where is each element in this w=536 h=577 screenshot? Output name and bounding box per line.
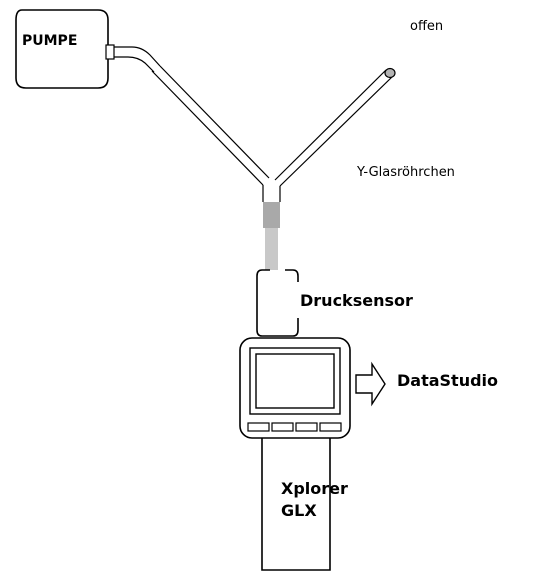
device-screen: [255, 353, 335, 409]
device-label-line2: GLX: [281, 501, 317, 520]
device-label-line1: Xplorer: [281, 479, 348, 498]
device-button-4: [319, 422, 342, 432]
pressure-sensor: Drucksensor: [256, 269, 413, 337]
arrow-right-icon: [355, 361, 386, 407]
open-end-cap: [384, 67, 396, 79]
device-button-2: [271, 422, 294, 432]
datastudio-label: DataStudio: [397, 371, 498, 390]
data-transfer-arrow: DataStudio: [355, 361, 498, 407]
pressure-sensor-box: [256, 269, 299, 337]
pressure-sensor-label: Drucksensor: [300, 291, 413, 310]
open-end-label: offen: [410, 19, 443, 34]
device-handle: [261, 436, 331, 571]
device-button-1: [247, 422, 270, 432]
device-body: [239, 337, 351, 439]
pump-hose: [105, 44, 161, 73]
xplorer-glx-device: Xplorer GLX: [239, 337, 351, 571]
hose-connector: [105, 44, 115, 60]
sensor-hose: [263, 202, 280, 270]
pump: PUMPE: [15, 9, 109, 89]
y-tube-label: Y-Glasröhrchen: [356, 165, 455, 180]
device-button-3: [295, 422, 318, 432]
pump-box: [15, 9, 109, 89]
device-screen-bezel: [249, 347, 341, 415]
pump-label: PUMPE: [22, 33, 77, 49]
y-glass-tube: [151, 65, 396, 202]
